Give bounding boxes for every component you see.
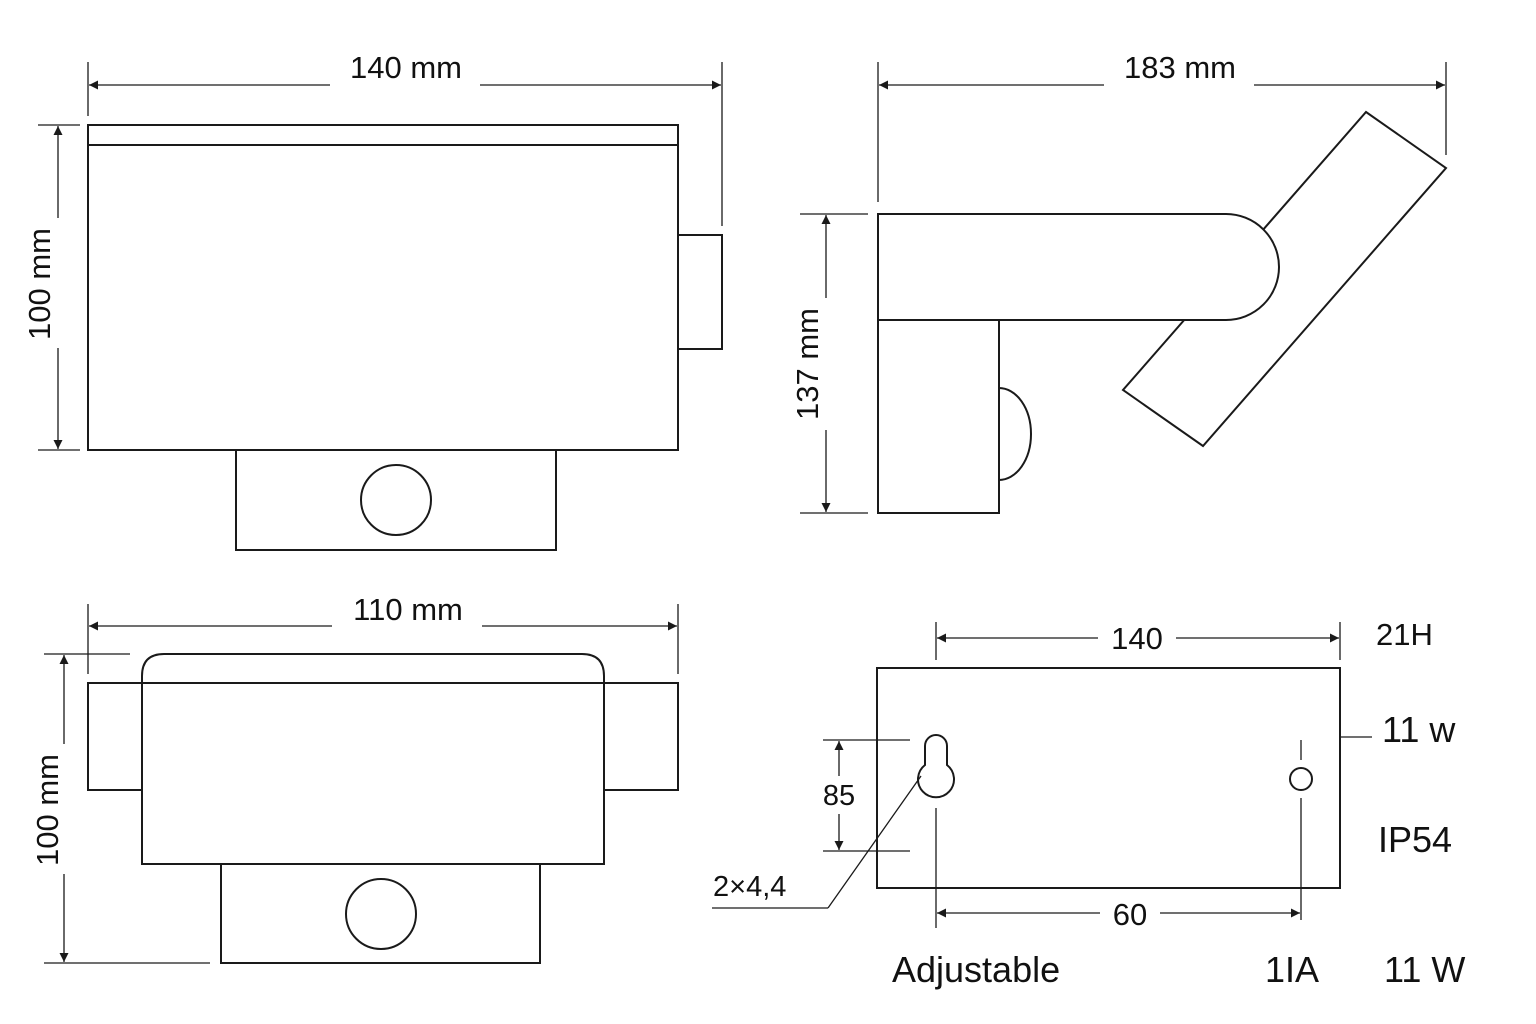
side-width-label: 183 mm	[1124, 50, 1236, 85]
bottom-view: 110 mm 100 mm	[28, 590, 679, 964]
side-wall-mount	[877, 319, 1000, 514]
front-side-bracket	[677, 234, 723, 350]
hole-leader-line	[827, 775, 922, 909]
spec-ip-rating: IP54	[1378, 819, 1452, 860]
side-view: 183 mm 137 mm	[790, 48, 1448, 514]
vertical-label: 85	[823, 780, 855, 812]
vertical-label-bg	[816, 776, 862, 814]
front-view: 140 mm 100 mm	[22, 48, 723, 551]
keyhole-slot-icon	[917, 734, 955, 799]
bottom-motion-sensor-icon	[345, 878, 417, 950]
spec-power-lower: 11 w	[1382, 709, 1456, 750]
front-height-label: 100 mm	[22, 228, 57, 340]
side-height-label: 137 mm	[790, 308, 825, 420]
front-housing	[87, 124, 679, 451]
specs: 21H 11 w IP54 1IA 11 W	[1265, 617, 1465, 990]
hole-size-label: 2×4,4	[713, 871, 786, 903]
adjustable-label: Adjustable	[892, 949, 1060, 990]
bottom-width-label: 110 mm	[353, 592, 463, 627]
spec-hours: 21H	[1376, 617, 1433, 652]
side-arm	[877, 213, 1280, 321]
plate-width-label-bg	[1098, 620, 1176, 658]
front-motion-sensor-icon	[360, 464, 432, 536]
spec-current: 1IA	[1265, 949, 1319, 990]
spec-power: 11 W	[1384, 949, 1465, 990]
front-width-label-bg	[330, 48, 480, 88]
bottom-height-label-bg	[28, 744, 68, 874]
side-sensor-dome-icon	[998, 386, 1032, 482]
side-width-label-bg	[1104, 48, 1254, 88]
hole-spacing-label-bg	[1100, 895, 1160, 933]
front-height-label-bg	[22, 218, 62, 348]
bottom-height-label: 100 mm	[30, 754, 65, 866]
plate-width-label: 140	[1111, 621, 1163, 656]
mounting-plate-view: 140 60 85 2×4,4 Adjustable	[712, 620, 1341, 990]
mounting-hole-icon	[1289, 767, 1313, 791]
side-height-label-bg	[790, 298, 830, 430]
bottom-housing	[141, 653, 605, 865]
hole-spacing-label: 60	[1113, 897, 1147, 932]
front-width-label: 140 mm	[350, 50, 462, 85]
bottom-width-label-bg	[332, 590, 482, 630]
